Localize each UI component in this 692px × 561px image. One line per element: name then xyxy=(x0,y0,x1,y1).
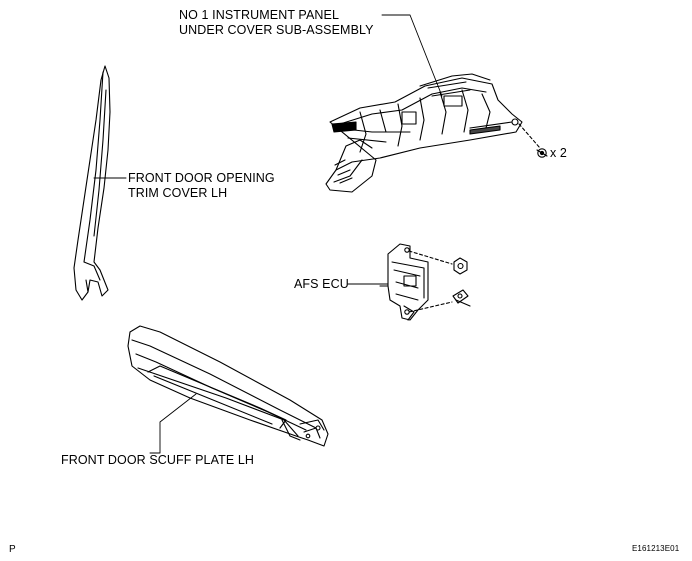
trim-cover-label-line1: FRONT DOOR OPENING xyxy=(128,171,275,185)
screw-hardware xyxy=(518,123,548,158)
instrument-panel-under-cover xyxy=(325,73,523,193)
page-mark: P xyxy=(9,544,16,555)
trim-cover-label: FRONT DOOR OPENING TRIM COVER LH xyxy=(128,171,275,201)
trim-cover-part xyxy=(73,65,111,301)
instrument-panel-label-line2: UNDER COVER SUB-ASSEMBLY xyxy=(179,23,374,37)
figure-code: E161213E01 xyxy=(632,544,680,553)
instrument-panel-label-line1: NO 1 INSTRUMENT PANEL xyxy=(179,8,339,22)
afs-ecu-part xyxy=(379,243,429,321)
trim-cover-label-line2: TRIM COVER LH xyxy=(128,186,228,200)
screw-count-label: x 2 xyxy=(550,146,567,160)
scuff-plate-part xyxy=(127,325,329,447)
scuff-plate-label: FRONT DOOR SCUFF PLATE LH xyxy=(61,453,255,467)
instrument-panel-label: NO 1 INSTRUMENT PANEL UNDER COVER SUB-AS… xyxy=(179,8,374,38)
afs-fasteners xyxy=(408,250,471,313)
afs-ecu-label: AFS ECU xyxy=(294,277,349,291)
leader-lines xyxy=(93,14,443,454)
